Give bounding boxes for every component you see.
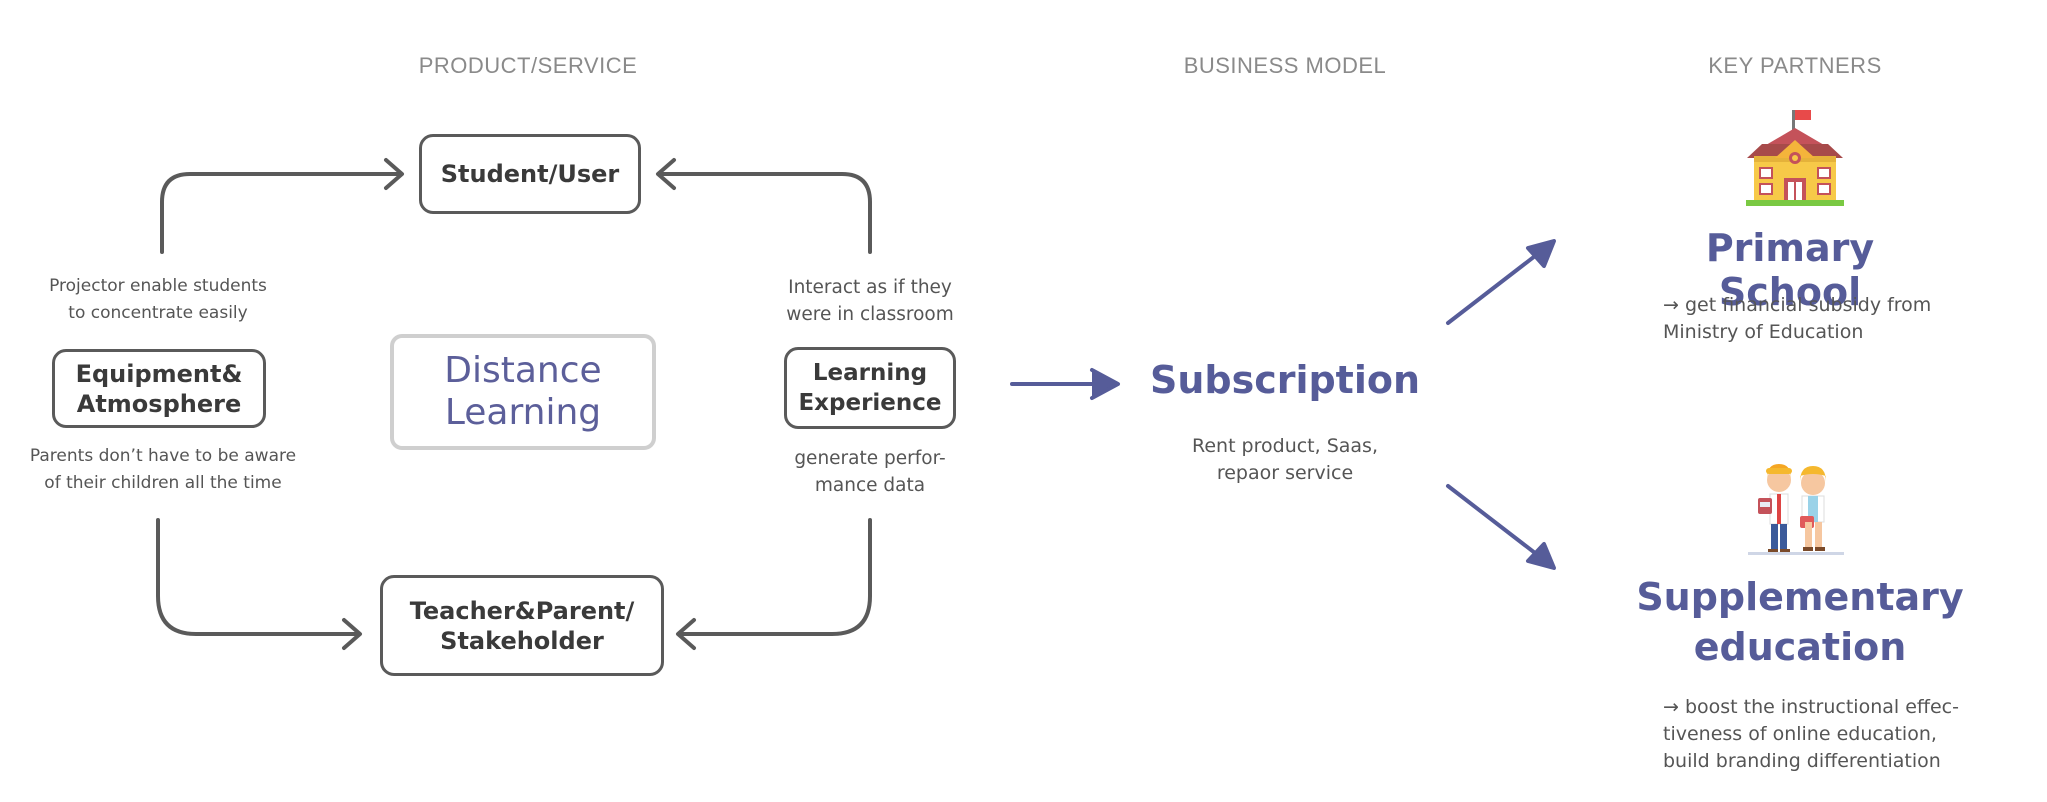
section-title-business-model: BUSINESS MODEL [1183, 53, 1387, 78]
arrowhead-equipment-to-student [384, 158, 404, 190]
section-title-key-partners: KEY PARTNERS [1708, 53, 1882, 78]
arrowhead-equipment-to-teacher [342, 618, 362, 650]
arrow-equipment-to-student [160, 172, 402, 254]
equipment-atmosphere-label: Equipment& Atmosphere [75, 359, 243, 418]
note-generate: generate perfor- mance data [794, 448, 946, 496]
students-icon [1748, 464, 1844, 555]
arrow-learning-to-teacher [678, 518, 872, 636]
arrow-equipment-to-teacher [156, 518, 360, 636]
arrow-to-primary-school [1446, 244, 1550, 325]
learning-experience-label: Learning Experience [798, 360, 942, 416]
arrowhead-to-primary-school [1526, 239, 1556, 268]
arrowhead-learning-to-teacher [676, 618, 696, 650]
arrowhead-to-subscription [1090, 368, 1120, 400]
note-parents: Parents don’t have to be aware of their … [29, 446, 297, 493]
note-projector: Projector enable students to concentrate… [49, 276, 267, 323]
arrowhead-learning-to-student [656, 158, 676, 190]
supplementary-education-description: → boost the instructional effec- tivenes… [1663, 696, 1959, 772]
student-user-box: Student/User [419, 134, 641, 214]
primary-school-title: Primary School [1705, 226, 1875, 314]
school-building-icon [1746, 110, 1844, 206]
distance-learning-label: Distance Learning [444, 350, 602, 433]
teacher-parent-stakeholder-box: Teacher&Parent/ Stakeholder [380, 575, 664, 676]
subscription-description: Rent product, Saas, repaor service [1191, 435, 1378, 484]
primary-school-description: → get financial subsidy from Ministry of… [1663, 294, 1932, 343]
student-user-label: Student/User [440, 160, 620, 188]
supplementary-education-title: Supplementary education [1636, 575, 1964, 669]
equipment-atmosphere-box: Equipment& Atmosphere [52, 349, 266, 428]
section-title-product-service: PRODUCT/SERVICE [418, 53, 638, 78]
learning-experience-box: Learning Experience [784, 347, 956, 429]
distance-learning-box: Distance Learning [390, 334, 656, 450]
arrow-learning-to-student [658, 172, 872, 254]
subscription-title: Subscription [1149, 358, 1421, 402]
note-interact: Interact as if they were in classroom [786, 277, 954, 325]
arrow-to-supplementary [1446, 484, 1550, 565]
arrowhead-to-supplementary [1526, 542, 1556, 570]
teacher-parent-stakeholder-label: Teacher&Parent/ Stakeholder [409, 596, 635, 655]
